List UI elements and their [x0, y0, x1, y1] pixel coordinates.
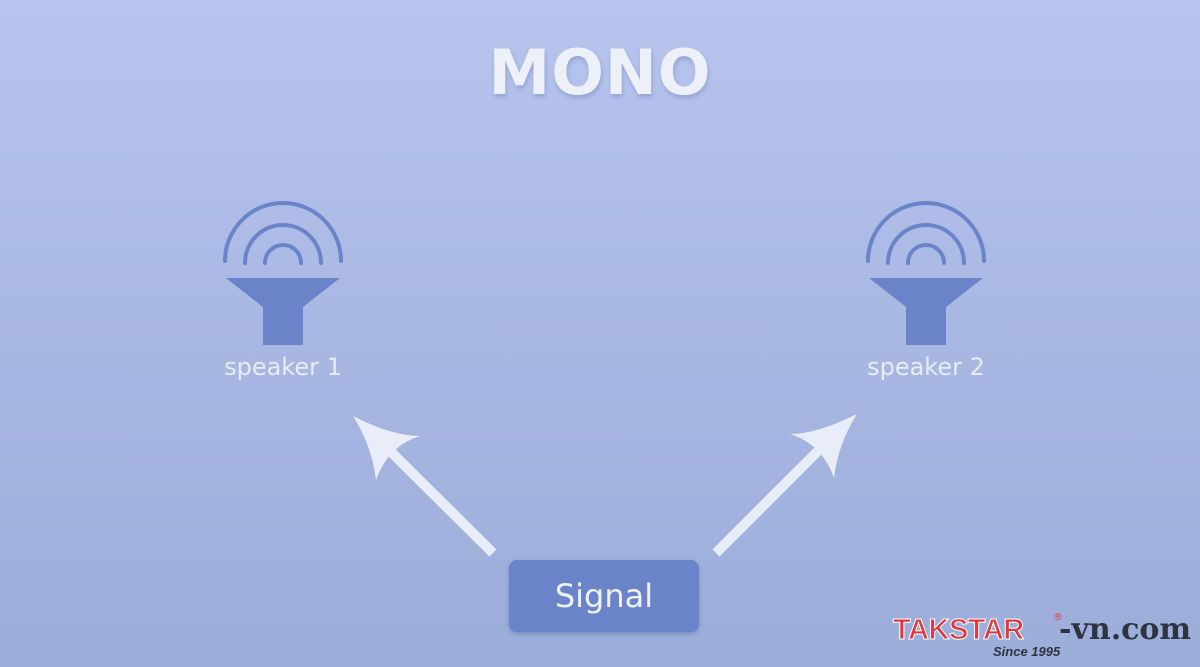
logo-tagline: Since 1995	[993, 644, 1061, 659]
speaker-1: speaker 1	[213, 195, 353, 395]
speaker-2-label: speaker 2	[867, 353, 985, 381]
arrow-to-speaker-2	[712, 414, 857, 557]
speaker-icon	[223, 201, 343, 345]
registered-icon: ®	[1053, 612, 1063, 623]
speaker-icon	[866, 201, 986, 345]
speaker-2: speaker 2	[856, 195, 996, 395]
logo-brand: TAKSTAR	[893, 614, 1025, 647]
signal-label: Signal	[554, 577, 654, 615]
signal-box: Signal	[509, 560, 699, 632]
watermark-logo: TAKSTAR ® -vn.com Since 1995	[893, 612, 1193, 664]
logo-domain: -vn.com	[1059, 612, 1192, 647]
speaker-1-label: speaker 1	[224, 353, 342, 381]
arrow-to-speaker-1	[353, 416, 497, 557]
page-title: MONO	[488, 36, 712, 109]
